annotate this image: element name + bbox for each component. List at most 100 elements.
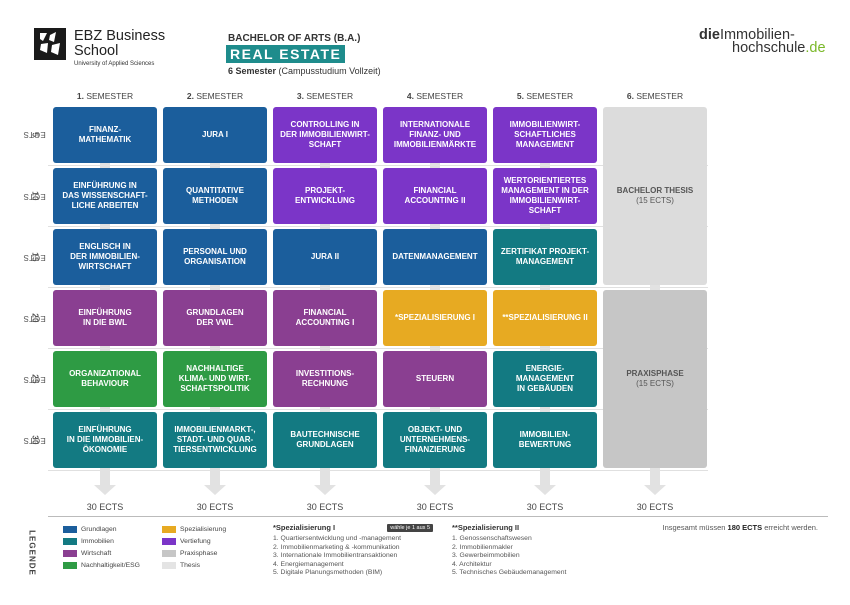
module-box: PROJEKT- ENTWICKLUNG <box>273 168 377 224</box>
legend-swatch <box>63 550 77 557</box>
spec1-item: 3. Internationale Immobilientransaktione… <box>273 552 398 560</box>
module-box: EINFÜHRUNG IN DAS WISSENSCHAFT- LICHE AR… <box>53 168 157 224</box>
row-divider <box>48 348 708 349</box>
legend-swatch <box>162 550 176 557</box>
legend-swatch <box>63 526 77 533</box>
spec2-title: **Spezialisierung II <box>452 523 520 532</box>
row-divider <box>48 287 708 288</box>
module-box: IMMOBILIEN- BEWERTUNG <box>493 412 597 468</box>
legend-item-label: Thesis <box>180 562 201 569</box>
module-box: **SPEZIALISIERUNG II <box>493 290 597 346</box>
program-name: REAL ESTATE <box>226 45 346 63</box>
module-box: OBJEKT- UND UNTERNEHMENS- FINANZIERUNG <box>383 412 487 468</box>
legend-item-label: Grundlagen <box>81 526 117 533</box>
spec2-item: 5. Technisches Gebäudemanagement <box>452 569 567 577</box>
legend-swatch <box>162 562 176 569</box>
arrow-down-icon <box>314 485 336 495</box>
spec1-item: 2. Immobilienmarketing & -kommunikation <box>273 543 400 551</box>
praxisphase-ects: (15 ECTS) <box>636 379 674 388</box>
semester-header-2: 2. SEMESTER <box>186 91 244 101</box>
module-box: FINANCIAL ACCOUNTING II <box>383 168 487 224</box>
module-box: QUANTITATIVE METHODEN <box>163 168 267 224</box>
arrow-down-icon <box>204 485 226 495</box>
spec2-item: 4. Architektur <box>452 560 492 568</box>
praxisphase-title: PRAXISPHASE <box>626 369 684 378</box>
module-box: DATENMANAGEMENT <box>383 229 487 285</box>
legend-item-label: Immobilien <box>81 538 114 545</box>
arrow-down-icon <box>424 485 446 495</box>
legend-item-label: Wirtschaft <box>81 550 112 557</box>
legend-item: Vertiefung <box>162 536 211 547</box>
module-box: BAUTECHNISCHE GRUNDLAGEN <box>273 412 377 468</box>
praxisphase-block: PRAXISPHASE(15 ECTS) <box>603 290 707 468</box>
row-divider <box>48 165 708 166</box>
spec1-badge: wähle je 1 aus 5 <box>387 523 433 532</box>
module-box: PERSONAL UND ORGANISATION <box>163 229 267 285</box>
module-box: INVESTITIONS- RECHNUNG <box>273 351 377 407</box>
module-box: FINANZ- MATHEMATIK <box>53 107 157 163</box>
semester-header-6: 6. SEMESTER <box>626 91 684 101</box>
semester-total-ects: 30 ECTS <box>196 502 234 512</box>
semester-total-ects: 30 ECTS <box>86 502 124 512</box>
total-ects-note: Insgesamt müssen 180 ECTS erreicht werde… <box>662 523 819 532</box>
arrow-down-icon <box>534 485 556 495</box>
spec1-item: 5. Digitale Planungsmethoden (BIM) <box>273 569 383 577</box>
semester-total-ects: 30 ECTS <box>416 502 454 512</box>
spec2-block: **Spezialisierung II 1. Genossenschaftsw… <box>452 523 602 578</box>
module-box: CONTROLLING IN DER IMMOBILIENWIRT- SCHAF… <box>273 107 377 163</box>
legend-swatch <box>162 526 176 533</box>
legend-item: Immobilien <box>63 536 114 547</box>
immobilienhochschule-logo: dieImmobilien- hochschule.de <box>699 27 826 56</box>
module-box: NACHHALTIGE KLIMA- UND WIRT- SCHAFTSPOLI… <box>163 351 267 407</box>
module-box: ZERTIFIKAT PROJEKT- MANAGEMENT <box>493 229 597 285</box>
legend-item: Wirtschaft <box>63 548 111 559</box>
legend-item-label: Praxisphase <box>180 550 218 557</box>
semester-total-ects: 30 ECTS <box>306 502 344 512</box>
arrow-down-icon <box>94 485 116 495</box>
semester-total-ects: 30 ECTS <box>636 502 674 512</box>
module-box: IMMOBILIENMARKT-, STADT- UND QUAR- TIERS… <box>163 412 267 468</box>
legend-divider <box>48 516 828 517</box>
ects-row-label: 15 ECTS <box>23 252 47 262</box>
ebz-logo-icon <box>34 28 66 60</box>
legend-item: Nachhaltigkeit/ESG <box>63 560 140 571</box>
ects-row-label: 25 ECTS <box>23 374 47 384</box>
module-box: STEUERN <box>383 351 487 407</box>
module-box: IMMOBILIENWIRT- SCHAFTLICHES MANAGEMENT <box>493 107 597 163</box>
legend-item-label: Vertiefung <box>180 538 211 545</box>
module-box: *SPEZIALISIERUNG I <box>383 290 487 346</box>
module-box: ENERGIE- MANAGEMENT IN GEBÄUDEN <box>493 351 597 407</box>
semester-header-1: 1. SEMESTER <box>76 91 134 101</box>
ects-row-label: 30 ECTS <box>23 435 47 445</box>
legend-swatch <box>63 538 77 545</box>
legend-item: Thesis <box>162 560 200 571</box>
module-box: GRUNDLAGEN DER VWL <box>163 290 267 346</box>
module-box: ORGANIZATIONAL BEHAVIOUR <box>53 351 157 407</box>
legend-swatch <box>162 538 176 545</box>
school-name: EBZ Business School <box>74 28 166 59</box>
module-box: ENGLISCH IN DER IMMOBILIEN- WIRTSCHAFT <box>53 229 157 285</box>
legend-item-label: Spezialisierung <box>180 526 227 533</box>
legend-item: Grundlagen <box>63 524 117 535</box>
module-box: EINFÜHRUNG IN DIE BWL <box>53 290 157 346</box>
thesis-title: BACHELOR THESIS <box>616 186 694 195</box>
module-box: INTERNATIONALE FINANZ- UND IMMOBILIENMÄR… <box>383 107 487 163</box>
legend-label: LEGENDE <box>27 530 37 576</box>
module-box: JURA I <box>163 107 267 163</box>
semester-total-ects: 30 ECTS <box>526 502 564 512</box>
thesis-ects: (15 ECTS) <box>636 196 674 205</box>
semester-header-3: 3. SEMESTER <box>296 91 354 101</box>
module-box: WERTORIENTIERTES MANAGEMENT IN DER IMMOB… <box>493 168 597 224</box>
legend-item-label: Nachhaltigkeit/ESG <box>81 562 140 569</box>
module-box: FINANCIAL ACCOUNTING I <box>273 290 377 346</box>
spec1-block: *Spezialisierung I wähle je 1 aus 5 1. Q… <box>273 523 433 578</box>
legend-item: Spezialisierung <box>162 524 226 535</box>
ects-row-label: 10 ECTS <box>23 191 47 201</box>
spec2-item: 2. Immobilienmakler <box>452 543 513 551</box>
school-subtitle: University of Applied Sciences <box>74 61 155 67</box>
spec1-item: 4. Energiemanagement <box>273 560 344 568</box>
module-box: EINFÜHRUNG IN DIE IMMOBILIEN- ÖKONOMIE <box>53 412 157 468</box>
spec1-title: *Spezialisierung I <box>273 523 336 532</box>
